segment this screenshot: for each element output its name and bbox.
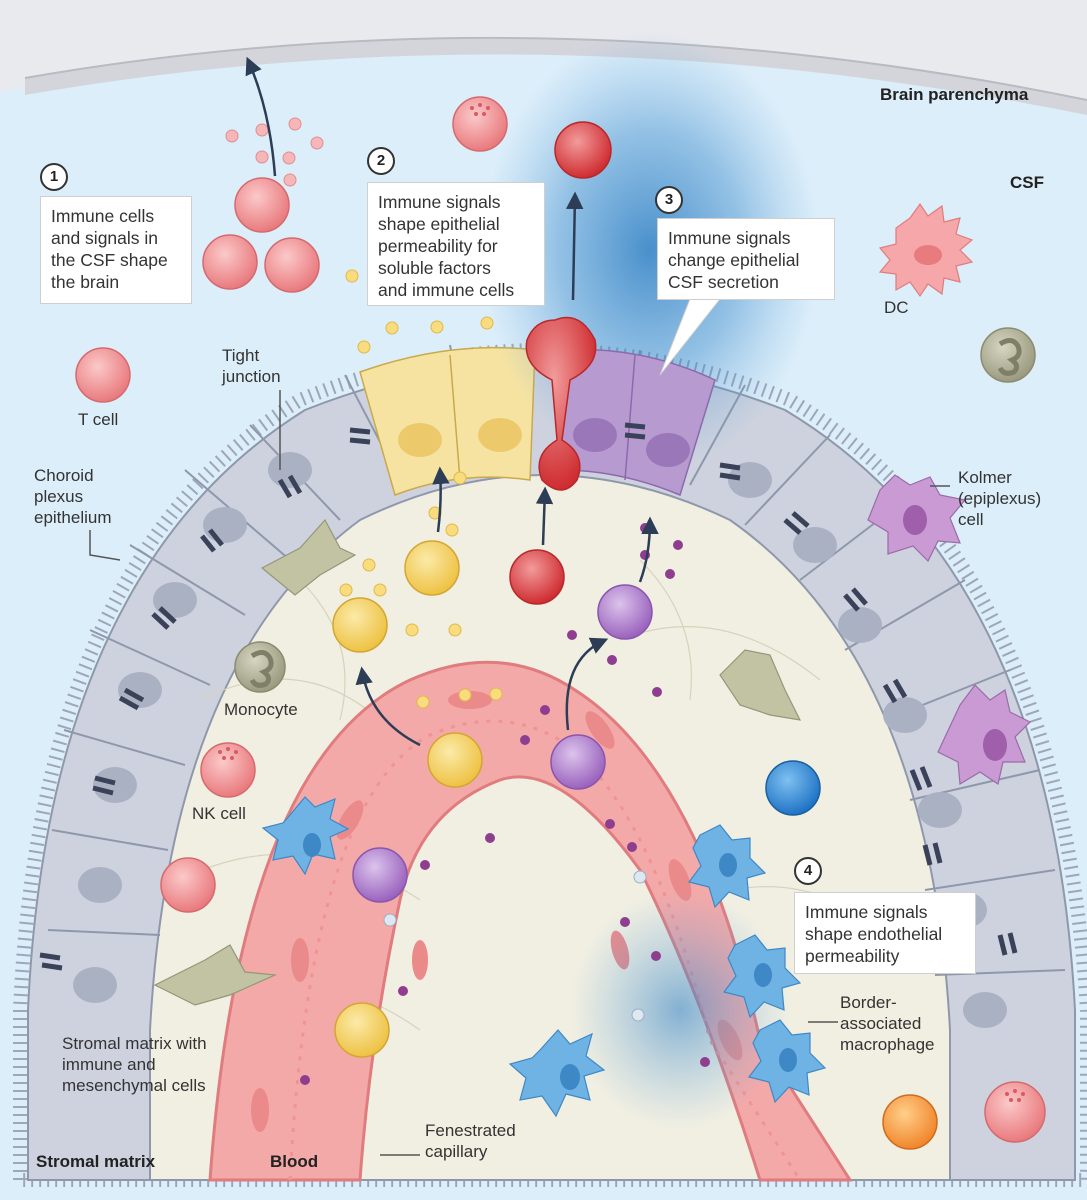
blue-cell: [765, 760, 821, 816]
csf-signal-dots: [225, 117, 324, 187]
label-t-cell: T cell: [78, 410, 119, 429]
step-2-badge: 2: [367, 147, 395, 175]
region-label-brain-parenchyma: Brain parenchyma: [880, 85, 1029, 104]
label-kolmer-cell: Kolmer (epiplexus) cell: [958, 468, 1042, 529]
label-tight-junction: Tight junction: [222, 346, 281, 386]
migrating-cell-csf: [554, 121, 612, 179]
label-choroid-plexus-epithelium: Choroid plexus epithelium: [34, 466, 112, 527]
region-label-csf: CSF: [1010, 173, 1044, 192]
purple-cell-stroma: [597, 584, 653, 640]
t-cell-stroma: [160, 857, 216, 913]
arrow-to-brain: [245, 56, 277, 177]
yellow-cell-blood: [334, 1002, 390, 1058]
t-cell: [75, 347, 131, 403]
monocyte-csf: [980, 327, 1036, 383]
step-2-callout: Immune signals shape epithelial permeabi…: [367, 182, 545, 306]
yellow-cell-capillary: [427, 732, 483, 788]
orange-cell: [882, 1094, 938, 1150]
label-nk-cell: NK cell: [192, 804, 246, 823]
label-stromal-matrix-cells: Stromal matrix with immune and mesenchym…: [62, 1034, 207, 1095]
red-cell-stroma: [509, 549, 565, 605]
tight-junctions: [39, 422, 1018, 971]
monocyte: [234, 641, 286, 693]
purple-cell-capillary: [550, 734, 606, 790]
microvilli-fringe: [13, 343, 1087, 1187]
label-monocyte: Monocyte: [224, 700, 298, 719]
nk-cell-csf: [452, 96, 508, 152]
step-3-badge: 3: [655, 186, 683, 214]
label-fenestrated-capillary: Fenestrated capillary: [425, 1121, 516, 1161]
brain-parenchyma-region: [0, 0, 1087, 115]
csf-t-cells: [202, 177, 320, 293]
yellow-cell-stroma-1: [332, 597, 388, 653]
mesenchymal-cells: [153, 518, 802, 1006]
step-3-callout: Immune signals change epithelial CSF sec…: [657, 218, 835, 300]
yellow-cell-stroma-2: [404, 540, 460, 596]
purple-cell-blood: [352, 847, 408, 903]
region-label-blood: Blood: [270, 1152, 319, 1171]
step-1-badge: 1: [40, 163, 68, 191]
step-4-callout: Immune signals shape endothelial permeab…: [794, 892, 976, 974]
soluble-factor-dots: [339, 269, 503, 709]
transmigrating-cell: [525, 316, 597, 491]
step-4-badge: 4: [794, 857, 822, 885]
nk-cell-right: [984, 1081, 1046, 1143]
label-border-associated-macrophage: Border- associated macrophage: [840, 993, 935, 1054]
step-1-callout: Immune cells and signals in the CSF shap…: [40, 196, 192, 304]
nk-cell: [200, 742, 256, 798]
region-label-stromal-matrix: Stromal matrix: [36, 1152, 156, 1171]
label-dc: DC: [884, 298, 909, 317]
leader-lines: [89, 390, 950, 1156]
migration-arrows: [355, 466, 659, 747]
